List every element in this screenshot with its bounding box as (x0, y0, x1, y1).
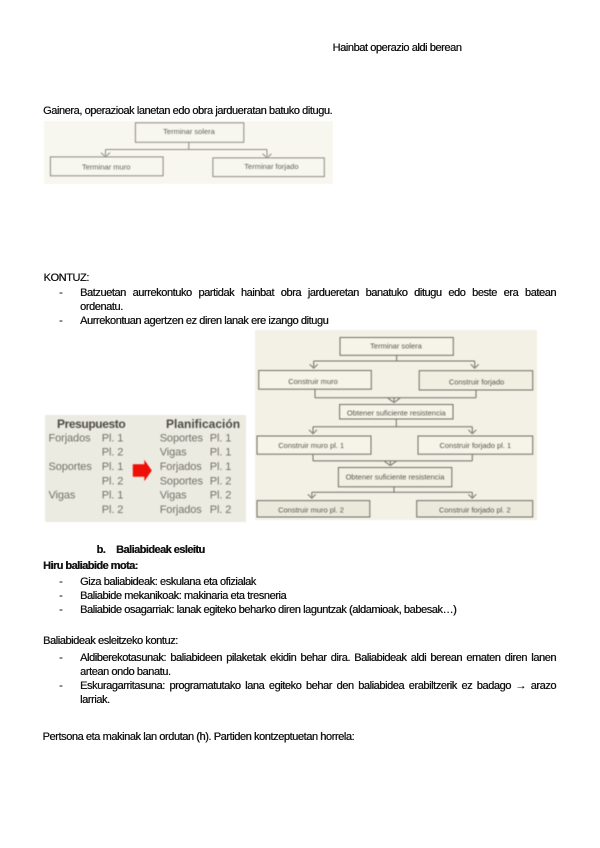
svg-text:Pl. 1: Pl. 1 (209, 446, 231, 458)
svg-text:Construir forjado pl. 1: Construir forjado pl. 1 (439, 441, 511, 450)
svg-text:Forjados: Forjados (159, 461, 202, 473)
svg-text:Planificación: Planificación (166, 417, 240, 431)
svg-text:Soportes: Soportes (159, 475, 203, 487)
svg-text:Pl. 1: Pl. 1 (101, 489, 123, 501)
svg-text:Pl. 1: Pl. 1 (101, 461, 123, 473)
svg-text:Construir muro pl. 2: Construir muro pl. 2 (278, 506, 344, 515)
svg-text:Construir forjado pl. 2: Construir forjado pl. 2 (439, 506, 511, 515)
svg-text:Terminar muro: Terminar muro (82, 162, 130, 171)
svg-text:Pl. 2: Pl. 2 (209, 504, 231, 516)
svg-text:Obtener suficiente resistencia: Obtener suficiente resistencia (347, 408, 447, 417)
svg-text:Pl. 2: Pl. 2 (101, 504, 123, 516)
svg-text:Vigas: Vigas (48, 489, 75, 501)
svg-text:Terminar solera: Terminar solera (163, 127, 216, 136)
svg-text:Construir muro pl. 1: Construir muro pl. 1 (278, 441, 344, 450)
svg-text:Pl. 1: Pl. 1 (209, 432, 231, 444)
svg-text:Forjados: Forjados (159, 504, 202, 516)
svg-text:Pl. 1: Pl. 1 (101, 432, 123, 444)
svg-text:Forjados: Forjados (48, 432, 91, 444)
svg-text:Terminar solera: Terminar solera (370, 341, 423, 350)
svg-text:Pl. 2: Pl. 2 (209, 489, 231, 501)
svg-text:Pl. 1: Pl. 1 (209, 461, 231, 473)
svg-text:Vigas: Vigas (159, 489, 186, 501)
svg-text:Soportes: Soportes (48, 461, 92, 473)
svg-text:Terminar forjado: Terminar forjado (244, 162, 298, 171)
svg-text:Vigas: Vigas (159, 446, 186, 458)
svg-text:Construir forjado: Construir forjado (449, 378, 504, 387)
svg-text:Pl. 2: Pl. 2 (101, 446, 123, 458)
svg-text:Soportes: Soportes (159, 432, 203, 444)
svg-text:Pl. 2: Pl. 2 (209, 475, 231, 487)
svg-text:Pl. 2: Pl. 2 (101, 475, 123, 487)
svg-text:Obtener suficiente resistencia: Obtener suficiente resistencia (346, 473, 446, 482)
svg-text:Presupuesto: Presupuesto (57, 417, 125, 431)
svg-text:Construir muro: Construir muro (288, 377, 338, 386)
